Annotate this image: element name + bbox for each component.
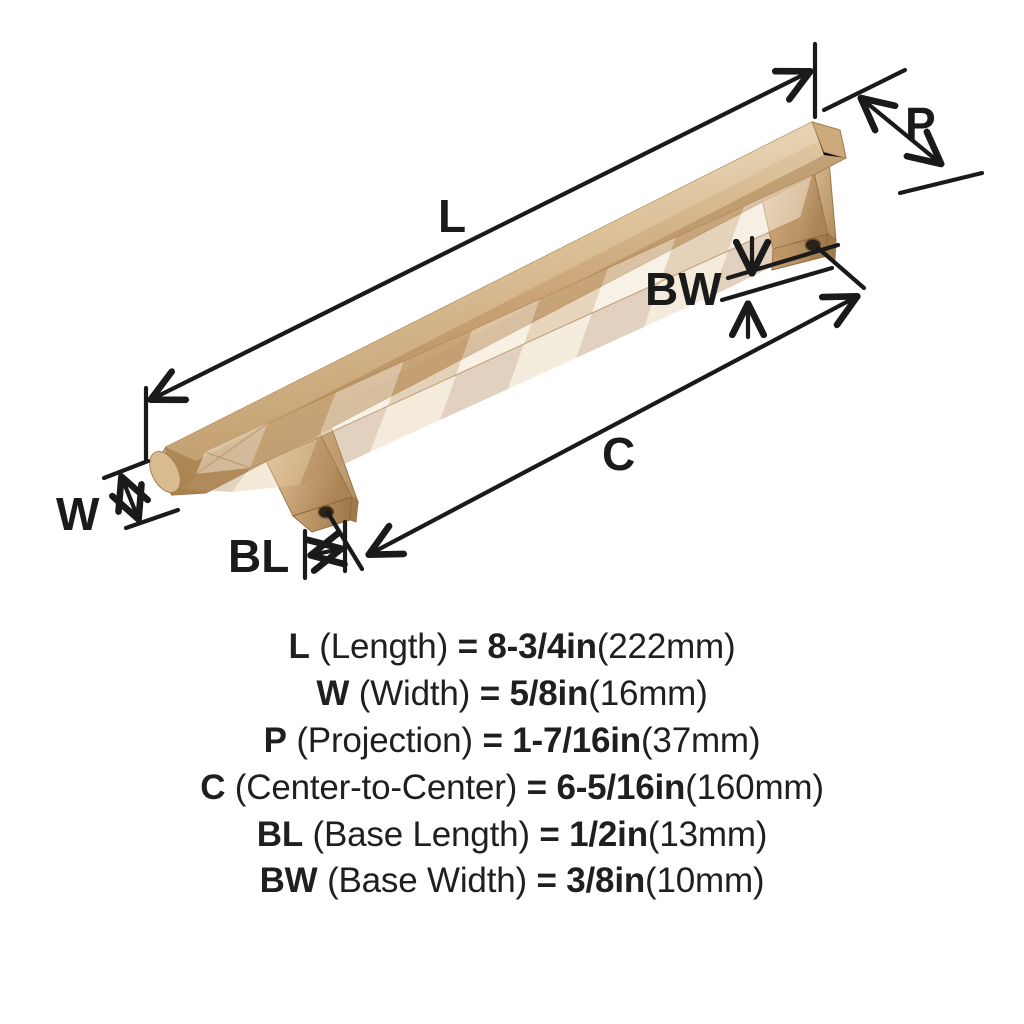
spec-equals-BW: = [536, 861, 557, 901]
spec-equals-P: = [482, 720, 503, 760]
dimension-L [143, 41, 818, 463]
spec-code-BW: BW [259, 861, 318, 901]
product-drawing-svg: L P BW W [56, 41, 985, 582]
dimension-label-C: C [602, 428, 635, 480]
spec-row-P: P (Projection) = 1-7/16in(37mm) [264, 718, 761, 765]
spec-metric-BW: (10mm) [645, 861, 765, 901]
W-witness-upper [101, 458, 151, 481]
spec-equals-BL: = [539, 814, 560, 854]
spec-name-BL: (Base Length) [312, 814, 530, 854]
BL-leader [325, 510, 365, 572]
spec-metric-W: (16mm) [588, 673, 708, 713]
spec-imperial-BW: 3/8in [566, 861, 646, 901]
spec-name-BW: (Base Width) [327, 861, 527, 901]
spec-code-W: W [316, 673, 350, 713]
dimension-C [370, 245, 867, 554]
spec-metric-C: (160mm) [685, 767, 824, 807]
spec-imperial-C: 6-5/16in [556, 767, 686, 807]
spec-equals-L: = [457, 627, 478, 666]
spec-row-BL: BL (Base Length) = 1/2in(13mm) [257, 812, 768, 859]
dimension-P [821, 67, 985, 196]
spec-row-BW: BW (Base Width) = 3/8in(10mm) [260, 858, 765, 905]
spec-name-L: (Length) [319, 627, 449, 666]
P-dimension-line [862, 99, 940, 163]
handle-bar [149, 121, 847, 497]
spec-code-C: C [200, 767, 226, 807]
bar-right-end-cap [811, 121, 847, 159]
spec-name-C: (Center-to-Center) [234, 767, 518, 807]
spec-imperial-BL: 1/2in [569, 814, 648, 854]
spec-code-BL: BL [256, 814, 304, 854]
bar-left-end-cap [149, 451, 181, 493]
spec-row-W: W (Width) = 5/8in(16mm) [316, 671, 707, 718]
W-dimension-line [122, 478, 138, 518]
W-witness-lower [123, 507, 181, 531]
dimension-label-W: W [56, 488, 100, 540]
product-drawing-area: L P BW W [56, 41, 985, 582]
spec-code-L: L [288, 627, 310, 666]
L-dimension-line [152, 72, 809, 399]
spec-row-C: C (Center-to-Center) = 6-5/16in(160mm) [200, 765, 824, 812]
spec-equals-W: = [479, 673, 500, 713]
spec-code-P: P [263, 720, 287, 760]
spec-metric-P: (37mm) [640, 720, 761, 760]
C-leader-right [815, 245, 867, 291]
BL-dimension-line [312, 549, 340, 555]
spec-metric-L: (222mm) [596, 627, 736, 666]
spec-name-P: (Projection) [296, 720, 473, 760]
dimension-W [101, 458, 181, 531]
P-witness-top [821, 67, 908, 113]
spec-imperial-L: 8-3/4in [487, 627, 597, 666]
dimension-label-L: L [438, 190, 466, 242]
spec-row-L: L (Length) = 8-3/4in(222mm) [289, 624, 736, 671]
spec-metric-BL: (13mm) [647, 814, 768, 854]
dimension-label-P: P [905, 98, 936, 150]
bar-pull-illustration [149, 121, 847, 533]
spec-equals-C: = [526, 767, 547, 807]
dimension-label-BW: BW [645, 263, 722, 315]
spec-name-W: (Width) [358, 673, 471, 713]
spec-imperial-W: 5/8in [509, 673, 589, 713]
dimension-label-BL: BL [228, 530, 289, 582]
dimension-BL [302, 510, 365, 581]
C-dimension-line [370, 297, 856, 554]
P-witness-bottom [897, 170, 985, 196]
spec-imperial-P: 1-7/16in [512, 720, 641, 760]
specification-list: L (Length) = 8-3/4in(222mm) W (Width) = … [0, 612, 1024, 1024]
